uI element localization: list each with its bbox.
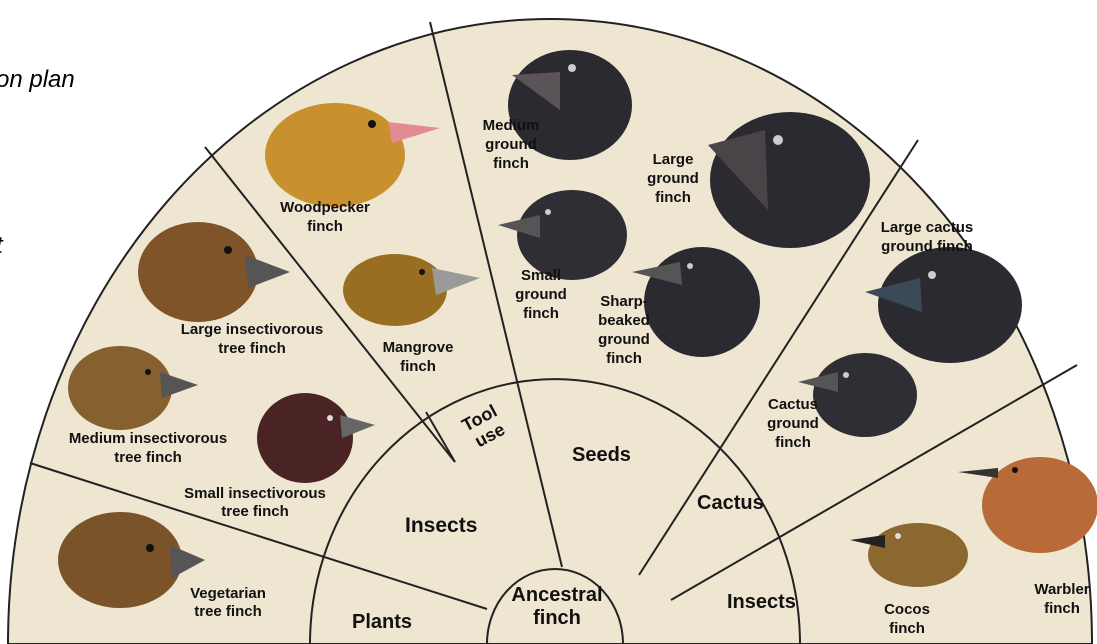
center-label-line2: finch xyxy=(533,607,581,629)
svg-text:Vegetarian: Vegetarian xyxy=(190,585,266,602)
diet-label-insects-left: Insects xyxy=(405,514,477,537)
svg-text:Small insectivorous: Small insectivorous xyxy=(184,485,326,502)
svg-text:Mangrove: Mangrove xyxy=(383,339,454,356)
svg-text:ground finch: ground finch xyxy=(881,238,973,255)
svg-text:Cactus: Cactus xyxy=(768,396,818,413)
svg-text:Sharp-: Sharp- xyxy=(600,293,648,310)
svg-text:tree finch: tree finch xyxy=(221,503,289,520)
svg-text:ground: ground xyxy=(767,415,819,432)
svg-text:Medium: Medium xyxy=(483,117,540,134)
label-vegetarian: Vegetarian tree finch xyxy=(190,585,266,620)
svg-text:Woodpecker: Woodpecker xyxy=(280,199,370,216)
svg-text:tree finch: tree finch xyxy=(114,449,182,466)
svg-text:beaked: beaked xyxy=(598,312,650,329)
svg-text:finch: finch xyxy=(493,155,529,172)
svg-text:ground: ground xyxy=(647,170,699,187)
svg-text:Large cactus: Large cactus xyxy=(881,219,974,236)
svg-text:Warbler: Warbler xyxy=(1034,581,1089,598)
svg-text:tree finch: tree finch xyxy=(218,340,286,357)
diet-label-plants: Plants xyxy=(352,611,412,633)
svg-text:Small: Small xyxy=(521,267,561,284)
diet-label-cactus: Cactus xyxy=(697,492,764,514)
svg-text:Cocos: Cocos xyxy=(884,601,930,618)
svg-text:finch: finch xyxy=(606,350,642,367)
svg-text:finch: finch xyxy=(889,620,925,637)
svg-text:ground: ground xyxy=(598,331,650,348)
svg-text:Large: Large xyxy=(653,151,694,168)
svg-text:finch: finch xyxy=(307,218,343,235)
svg-text:finch: finch xyxy=(1044,600,1080,617)
svg-text:finch: finch xyxy=(775,434,811,451)
svg-text:tree finch: tree finch xyxy=(194,603,262,620)
svg-text:finch: finch xyxy=(655,189,691,206)
svg-text:ground: ground xyxy=(485,136,537,153)
svg-text:Large insectivorous: Large insectivorous xyxy=(181,321,324,338)
diet-label-insects-right: Insects xyxy=(727,591,796,613)
diet-label-seeds: Seeds xyxy=(572,444,631,466)
svg-text:finch: finch xyxy=(523,305,559,322)
svg-text:ground: ground xyxy=(515,286,567,303)
svg-text:finch: finch xyxy=(400,358,436,375)
svg-text:Medium insectivorous: Medium insectivorous xyxy=(69,430,227,447)
center-label-line1: Ancestral xyxy=(511,584,602,606)
